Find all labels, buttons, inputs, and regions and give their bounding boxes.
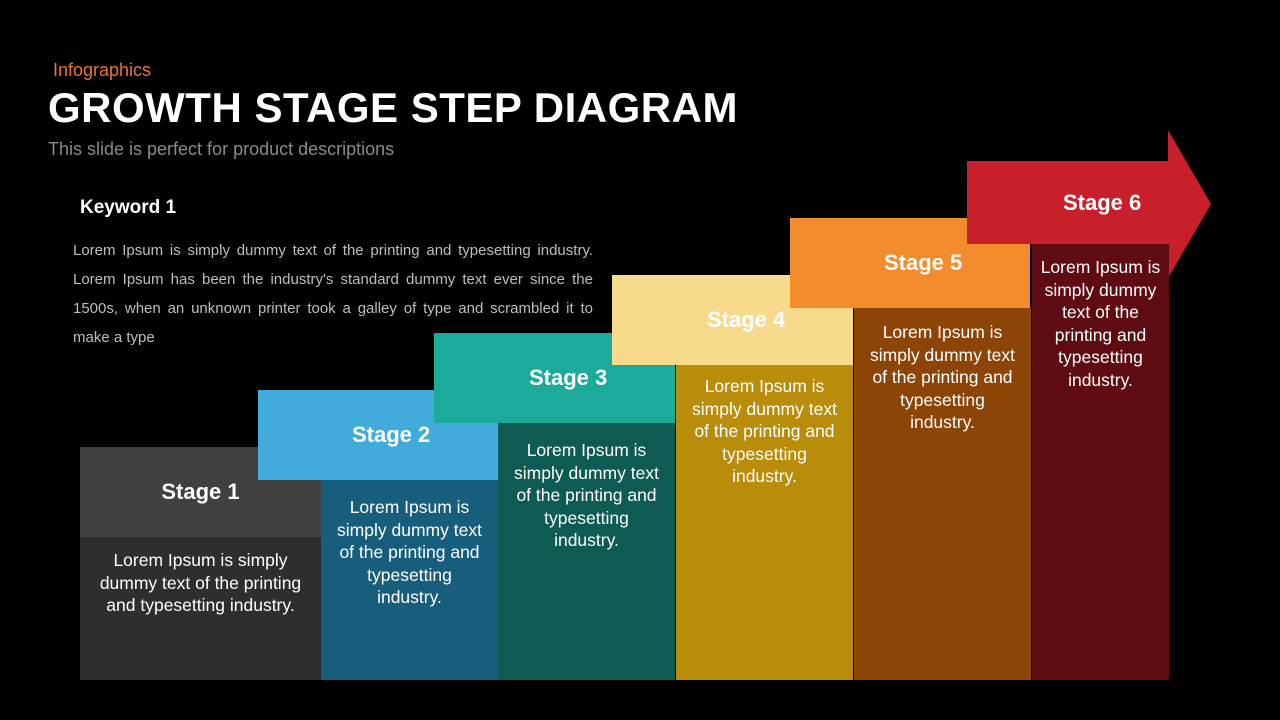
stage-4-header: Stage 4: [612, 275, 853, 365]
stage-3-label: Stage 3: [529, 365, 608, 390]
stage-1-body: Lorem Ipsum is simply dummy text of the …: [80, 537, 321, 680]
stage-5-body: Lorem Ipsum is simply dummy text of the …: [854, 308, 1031, 680]
stage-4-label: Stage 4: [707, 307, 786, 332]
keyword-title: Keyword 1: [80, 197, 177, 218]
stage-3-body: Lorem Ipsum is simply dummy text of the …: [498, 423, 675, 680]
arrow-head-icon: [1168, 130, 1211, 278]
stage-6-text: Lorem Ipsum is simply dummy text of the …: [1040, 257, 1161, 390]
stage-2-body: Lorem Ipsum is simply dummy text of the …: [321, 480, 498, 680]
stage-4-body: Lorem Ipsum is simply dummy text of the …: [676, 365, 853, 680]
keyword-body: Lorem Ipsum is simply dummy text of the …: [73, 242, 593, 346]
stage-6-label: Stage 6: [1063, 189, 1142, 215]
stage-1-text: Lorem Ipsum is simply dummy text of the …: [99, 550, 302, 615]
stage-6-header: Stage 6: [967, 161, 1169, 244]
eyebrow-label: Infographics: [53, 60, 152, 80]
stage-4-text: Lorem Ipsum is simply dummy text of the …: [692, 376, 837, 486]
stage-5-text: Lorem Ipsum is simply dummy text of the …: [870, 322, 1015, 432]
stage-6-body: Lorem Ipsum is simply dummy text of the …: [1032, 244, 1169, 680]
slide-subtitle: This slide is perfect for product descri…: [48, 139, 395, 159]
stage-1-label: Stage 1: [161, 479, 240, 504]
stage-2-label: Stage 2: [352, 422, 431, 447]
stage-2-text: Lorem Ipsum is simply dummy text of the …: [337, 497, 482, 607]
slide-title: GROWTH STAGE STEP DIAGRAM: [48, 84, 738, 131]
stage-3-text: Lorem Ipsum is simply dummy text of the …: [514, 440, 659, 550]
stage-5-label: Stage 5: [884, 250, 963, 275]
